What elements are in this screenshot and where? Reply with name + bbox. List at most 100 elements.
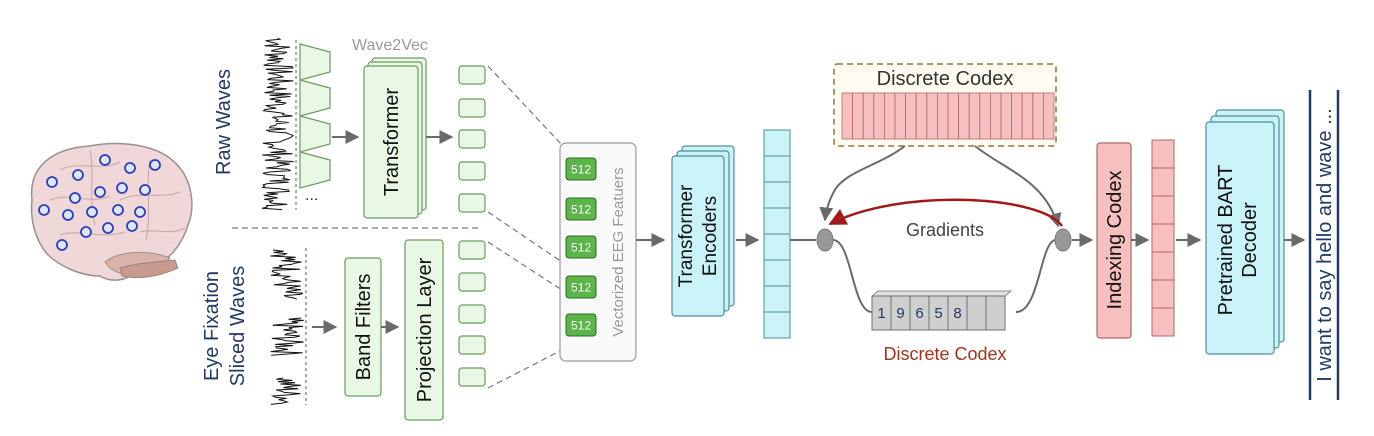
codex-embedding-vector [1151, 139, 1175, 337]
electrode-16 [126, 220, 138, 232]
transformer-block [363, 57, 427, 219]
band-filters-label: Band Filters [353, 274, 375, 381]
encoder-vector-cell-4 [763, 233, 791, 261]
eye-fixation-label-line1: Eye Fixation [201, 271, 223, 381]
feature-box-3 [565, 275, 597, 299]
sliced-eeg-trace-1 [270, 317, 304, 356]
discrete-codex-cells [841, 92, 1055, 140]
vectorized-eeg-label: Vectorized EEG Featuers [610, 167, 627, 336]
feature-dim-2: 512 [571, 241, 591, 255]
embedding-vector-cell-5 [1151, 279, 1175, 309]
projection-layer-label: Projection Layer [414, 257, 436, 402]
codex-index-cell-6 [985, 295, 1006, 331]
embedding-vector-cell-2 [1151, 195, 1175, 225]
codex-cell-19 [1043, 92, 1055, 140]
codex-cell-15 [1000, 92, 1013, 140]
codex-index-value-4: 8 [953, 305, 961, 322]
codex-index-cell-5 [966, 295, 987, 331]
electrode-9 [38, 204, 50, 216]
indexing-codex-label: Indexing Codex [1104, 171, 1126, 310]
codex-cell-2 [862, 92, 875, 140]
feature-dim-0: 512 [571, 163, 591, 177]
feature-box-2 [565, 235, 597, 259]
electrode-15 [102, 222, 114, 234]
codex-index-value-3: 5 [934, 305, 942, 322]
embedding-vector-cell-4 [1151, 251, 1175, 281]
encoder-vector-cell-0 [763, 129, 791, 157]
electrode-7 [116, 182, 128, 194]
electrode-3 [124, 162, 136, 174]
feature-dim-1: 512 [571, 203, 591, 217]
codex-cell-11 [958, 92, 970, 140]
electrode-14 [80, 226, 92, 238]
transformer-label: Transformer [381, 88, 403, 197]
codex-cell-17 [1021, 92, 1034, 140]
transformer-encoders-label-line2: Encoders [700, 196, 721, 276]
eye-fixation-label-line2: Sliced Waves [227, 266, 249, 386]
codex-cell-13 [979, 92, 991, 140]
encoder-output-vector [763, 129, 791, 339]
codex-cell-4 [884, 92, 896, 140]
electrode-11 [86, 206, 98, 218]
feature-box-4 [565, 313, 597, 337]
electrode-6 [94, 186, 106, 198]
cnn-kernels [299, 43, 331, 189]
bart-label-line1: Pretrained BART [1215, 165, 1237, 316]
encoder-vector-cell-2 [763, 181, 791, 209]
feature-box-1 [565, 197, 597, 221]
raw-wave-signal [261, 37, 294, 211]
codex-cell-0 [841, 92, 854, 140]
electrode-2 [99, 154, 111, 166]
embedding-vector-cell-0 [1151, 139, 1175, 169]
discrete-codex-top-label: Discrete Codex [877, 68, 1014, 90]
projection-layer-block [404, 239, 444, 421]
transformer-encoders-label-line1: Transformer [676, 184, 697, 287]
electrode-17 [56, 239, 68, 251]
electrode-12 [112, 204, 124, 216]
indexing-node [1054, 228, 1072, 252]
embedding-vector-cell-6 [1151, 307, 1175, 337]
feature-dim-3: 512 [571, 281, 591, 295]
encoder-vector-cell-1 [763, 155, 791, 183]
feature-box-0 [565, 157, 597, 181]
raw-wave-ellipsis: ... [305, 187, 318, 204]
sliced-eeg-trace-0 [270, 249, 304, 300]
codex-cell-9 [937, 92, 949, 140]
sliced-eeg-trace-2 [270, 377, 301, 405]
codex-cell-7 [915, 92, 928, 140]
encoder-vector-cell-7 [763, 311, 791, 339]
codex-cell-14 [990, 92, 1002, 140]
embedding-vector-cell-3 [1151, 223, 1175, 253]
codex-cell-8 [926, 92, 938, 140]
embedding-vector-cell-1 [1151, 167, 1175, 197]
sliced-wave-signals [270, 249, 304, 405]
encoder-vector-cell-3 [763, 207, 791, 235]
transformer-encoders-block [671, 145, 735, 317]
electrode-0 [46, 176, 58, 188]
raw-waves-label: Raw Waves [213, 69, 235, 175]
codex-cell-12 [968, 92, 981, 140]
codex-cell-1 [852, 92, 864, 140]
codex-index-value-0: 1 [877, 305, 885, 322]
codex-cell-3 [873, 92, 885, 140]
feature-dim-4: 512 [571, 319, 591, 333]
codex-index-value-1: 9 [896, 305, 904, 322]
eye-fixation-tokens [458, 240, 486, 387]
encoder-vector-cell-6 [763, 285, 791, 313]
encoder-vector-cell-5 [763, 259, 791, 287]
electrode-4 [149, 159, 161, 171]
output-sentence: I want to say hello and wave ... [1314, 108, 1336, 382]
electrode-1 [72, 169, 84, 181]
codex-cell-6 [905, 92, 917, 140]
codex-cell-10 [947, 92, 960, 140]
brain-icon [30, 142, 193, 281]
codex-index-value-2: 6 [915, 305, 923, 322]
electrode-10 [62, 209, 74, 221]
bart-label-line2: Decoder [1239, 202, 1261, 278]
feature-vectors: 512 512 512 512 512 [565, 157, 597, 337]
raw-eeg-trace [261, 37, 294, 211]
bart-decoder-block [1205, 109, 1285, 355]
